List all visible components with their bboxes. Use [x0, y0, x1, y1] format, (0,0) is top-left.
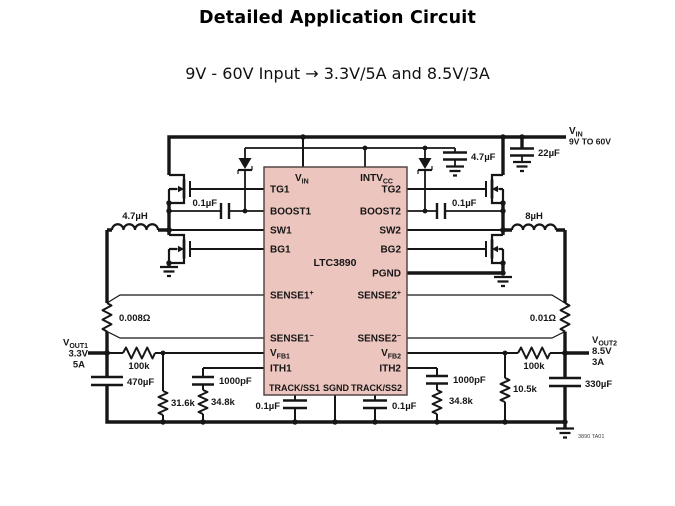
inductor-l1: [110, 223, 160, 231]
pin-label-sw2: SW2: [379, 226, 401, 237]
pin-label-sense1-minus: SENSE1−: [270, 333, 314, 345]
pin-label-sense1-plus: SENSE1+: [270, 290, 314, 302]
ground-symbols: [160, 160, 574, 439]
vout1-current-label: 5A: [73, 360, 85, 371]
label-css1: 0.1µF: [256, 401, 281, 412]
capacitor-intvcc: [443, 151, 467, 161]
resistor-fb2-top: [517, 346, 551, 360]
resistor-fb2-bottom: [499, 377, 511, 403]
capacitor-ith2: [426, 374, 448, 385]
capacitor-boost1: [219, 203, 231, 219]
pin-label-bg1: BG1: [270, 245, 291, 256]
page-title: Detailed Application Circuit: [198, 8, 477, 28]
pin-label-boost2: BOOST2: [360, 207, 402, 218]
resistor-ith2: [431, 389, 443, 415]
mosfet-q2-bottom-left: [167, 233, 191, 265]
page-subtitle: 9V - 60V Input → 3.3V/5A and 8.5V/3A: [185, 64, 490, 83]
junction-dots: [104, 134, 568, 425]
diode-boost1: [237, 158, 253, 174]
figure-note: 3890 TA01: [578, 434, 604, 440]
pin-label-sense2-plus: SENSE2+: [357, 290, 401, 302]
capacitor-out2: [549, 376, 581, 388]
pin-label-trackss2: TRACK/SS2: [351, 383, 402, 393]
pin-label-vin: VIN: [295, 173, 309, 186]
label-cintvcc: 4.7µF: [471, 152, 496, 163]
capacitor-boost2: [435, 203, 447, 219]
diode-boost2: [417, 158, 433, 174]
pin-label-sense2-minus: SENSE2−: [357, 333, 401, 345]
capacitor-ss2: [363, 399, 387, 410]
pin-label-bg2: BG2: [380, 245, 401, 256]
pin-label-sgnd: SGND: [323, 383, 350, 393]
pin-label-pgnd: PGND: [372, 269, 401, 280]
label-rith1: 34.8k: [211, 397, 235, 408]
resistor-fb1-top: [122, 346, 156, 360]
resistor-ith1: [197, 389, 209, 415]
label-r2bot: 10.5k: [513, 384, 537, 395]
ic-body: [263, 166, 408, 396]
power-wires: [88, 135, 589, 428]
pin-label-tg1: TG1: [270, 185, 290, 196]
label-cb1: 0.1µF: [193, 198, 218, 209]
capacitor-ss1: [283, 399, 307, 410]
mosfet-q1-top-left: [167, 173, 191, 205]
vout2-voltage-label: 8.5V: [592, 346, 612, 357]
pin-label-intvcc: INTVCC: [360, 173, 393, 186]
pin-label-vfb2: VFB2: [381, 348, 401, 361]
label-cin: 22µF: [538, 148, 560, 159]
vout1-port-label: VOUT1: [63, 338, 88, 351]
label-cith2: 1000pF: [453, 375, 486, 386]
inductor-l2: [510, 223, 558, 231]
ic-pin-labels: VIN INTVCC TG1 BOOST1 SW1 BG1 SENSE1+ SE…: [269, 173, 402, 393]
pin-label-ith2: ITH2: [379, 364, 401, 375]
label-rs2: 0.01Ω: [530, 313, 556, 324]
label-r2top: 100k: [523, 361, 545, 372]
capacitor-ith1: [192, 375, 214, 386]
label-rs1: 0.008Ω: [119, 313, 151, 324]
label-cith1: 1000pF: [219, 376, 252, 387]
label-r1bot: 31.6k: [171, 398, 195, 409]
vin-range-label: 9V TO 60V: [569, 137, 611, 147]
vout1-voltage-label: 3.3V: [68, 349, 88, 360]
vout2-current-label: 3A: [592, 357, 604, 368]
ic-part-number: LTC3890: [314, 257, 357, 269]
resistor-sense1: [101, 302, 113, 333]
component-value-labels: 4.7µH 8µH 22µF 4.7µF 0.1µF 0.1µF 0.008Ω …: [119, 148, 612, 412]
label-cout1: 470µF: [127, 377, 154, 388]
signal-wires: [106, 137, 566, 422]
label-css2: 0.1µF: [392, 401, 417, 412]
label-l1: 4.7µH: [122, 211, 148, 222]
pin-label-tg2: TG2: [382, 185, 402, 196]
mosfet-q4-bottom-right: [485, 233, 505, 265]
label-l2: 8µH: [525, 211, 543, 222]
port-labels: VIN 9V TO 60V VOUT1 3.3V 5A VOUT2 8.5V 3…: [63, 126, 617, 440]
pin-label-boost1: BOOST1: [270, 207, 312, 218]
label-cout2: 330µF: [585, 379, 612, 390]
vout2-port-label: VOUT2: [592, 335, 617, 348]
resistor-sense2: [559, 302, 571, 333]
pin-label-trackss1: TRACK/SS1: [269, 383, 320, 393]
label-r1top: 100k: [128, 361, 150, 372]
resistor-fb1-bottom: [157, 390, 169, 416]
pin-label-ith1: ITH1: [270, 364, 292, 375]
label-rith2: 34.8k: [449, 396, 473, 407]
capacitor-out1: [91, 375, 123, 387]
label-cb2: 0.1µF: [452, 198, 477, 209]
capacitor-input: [510, 147, 534, 157]
pin-label-sw1: SW1: [270, 226, 292, 237]
pin-label-vfb1: VFB1: [270, 348, 290, 361]
vin-port-label: VIN: [569, 126, 583, 139]
mosfet-q3-top-right: [485, 173, 505, 205]
